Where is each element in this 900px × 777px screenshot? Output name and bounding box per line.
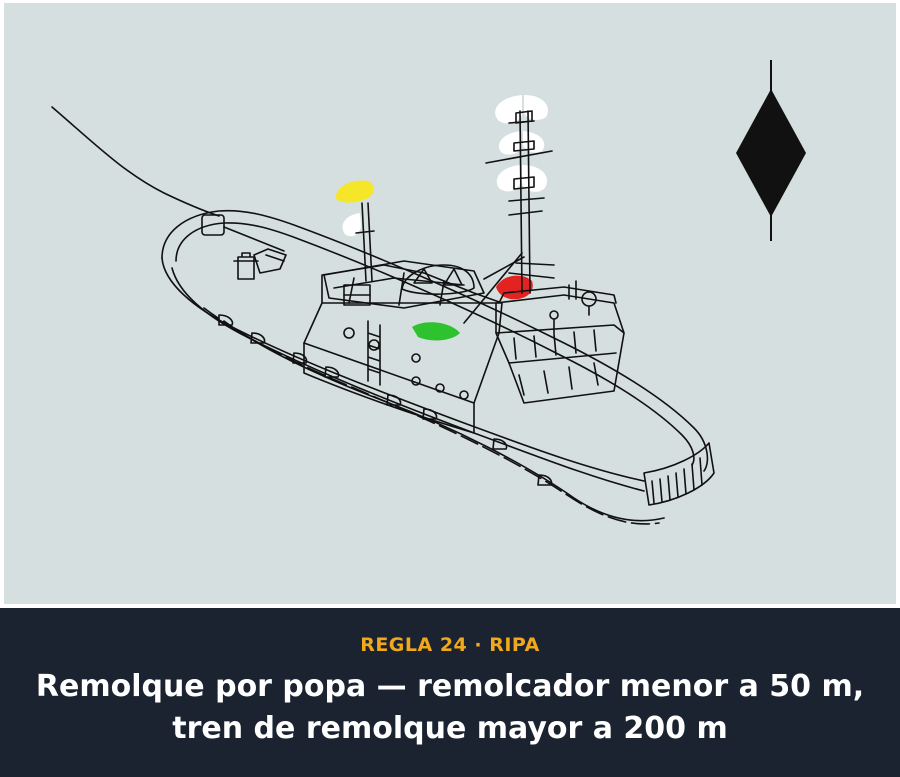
towing-light-sector [336,180,374,203]
mast-yard [485,150,553,164]
bow-fender [643,442,715,506]
illustration-panel [4,3,896,604]
towing-bitt [201,214,225,236]
starboard-light-sector [412,322,460,341]
towing-hook [253,248,287,274]
fender [492,438,508,450]
diamond-shape-icon [736,60,806,241]
towline [51,106,220,217]
masthead-light-sector [498,131,521,155]
funnel [401,264,475,295]
hull-bulwark [161,257,645,482]
masthead-light-sector [495,95,522,124]
port-light-sector [496,275,533,300]
fender [250,332,266,344]
fender [537,474,553,486]
fender [422,408,438,420]
ladder [367,320,381,386]
fender [386,394,402,406]
caption-title: Remolque por popa — remolcador menor a 5… [35,669,865,746]
caption-bar: REGLA 24 · RIPA Remolque por popa — remo… [0,608,900,777]
tow-winch [233,252,259,280]
hull-sheer [171,267,645,492]
deckhouse [303,264,503,434]
hull-lower [223,320,665,522]
fender [324,366,340,378]
fender [292,352,308,364]
masthead-light-sector [342,213,361,237]
funnel-housing [323,260,485,309]
tug-vessel-illustration [51,60,806,525]
rule-reference: REGLA 24 · RIPA [360,634,540,656]
wheelhouse [495,294,625,404]
hull-deck-edge [161,209,709,472]
fender [218,314,234,326]
stay-wire [463,252,523,324]
towing-mast [361,202,373,282]
masthead-light-sector [524,95,548,120]
